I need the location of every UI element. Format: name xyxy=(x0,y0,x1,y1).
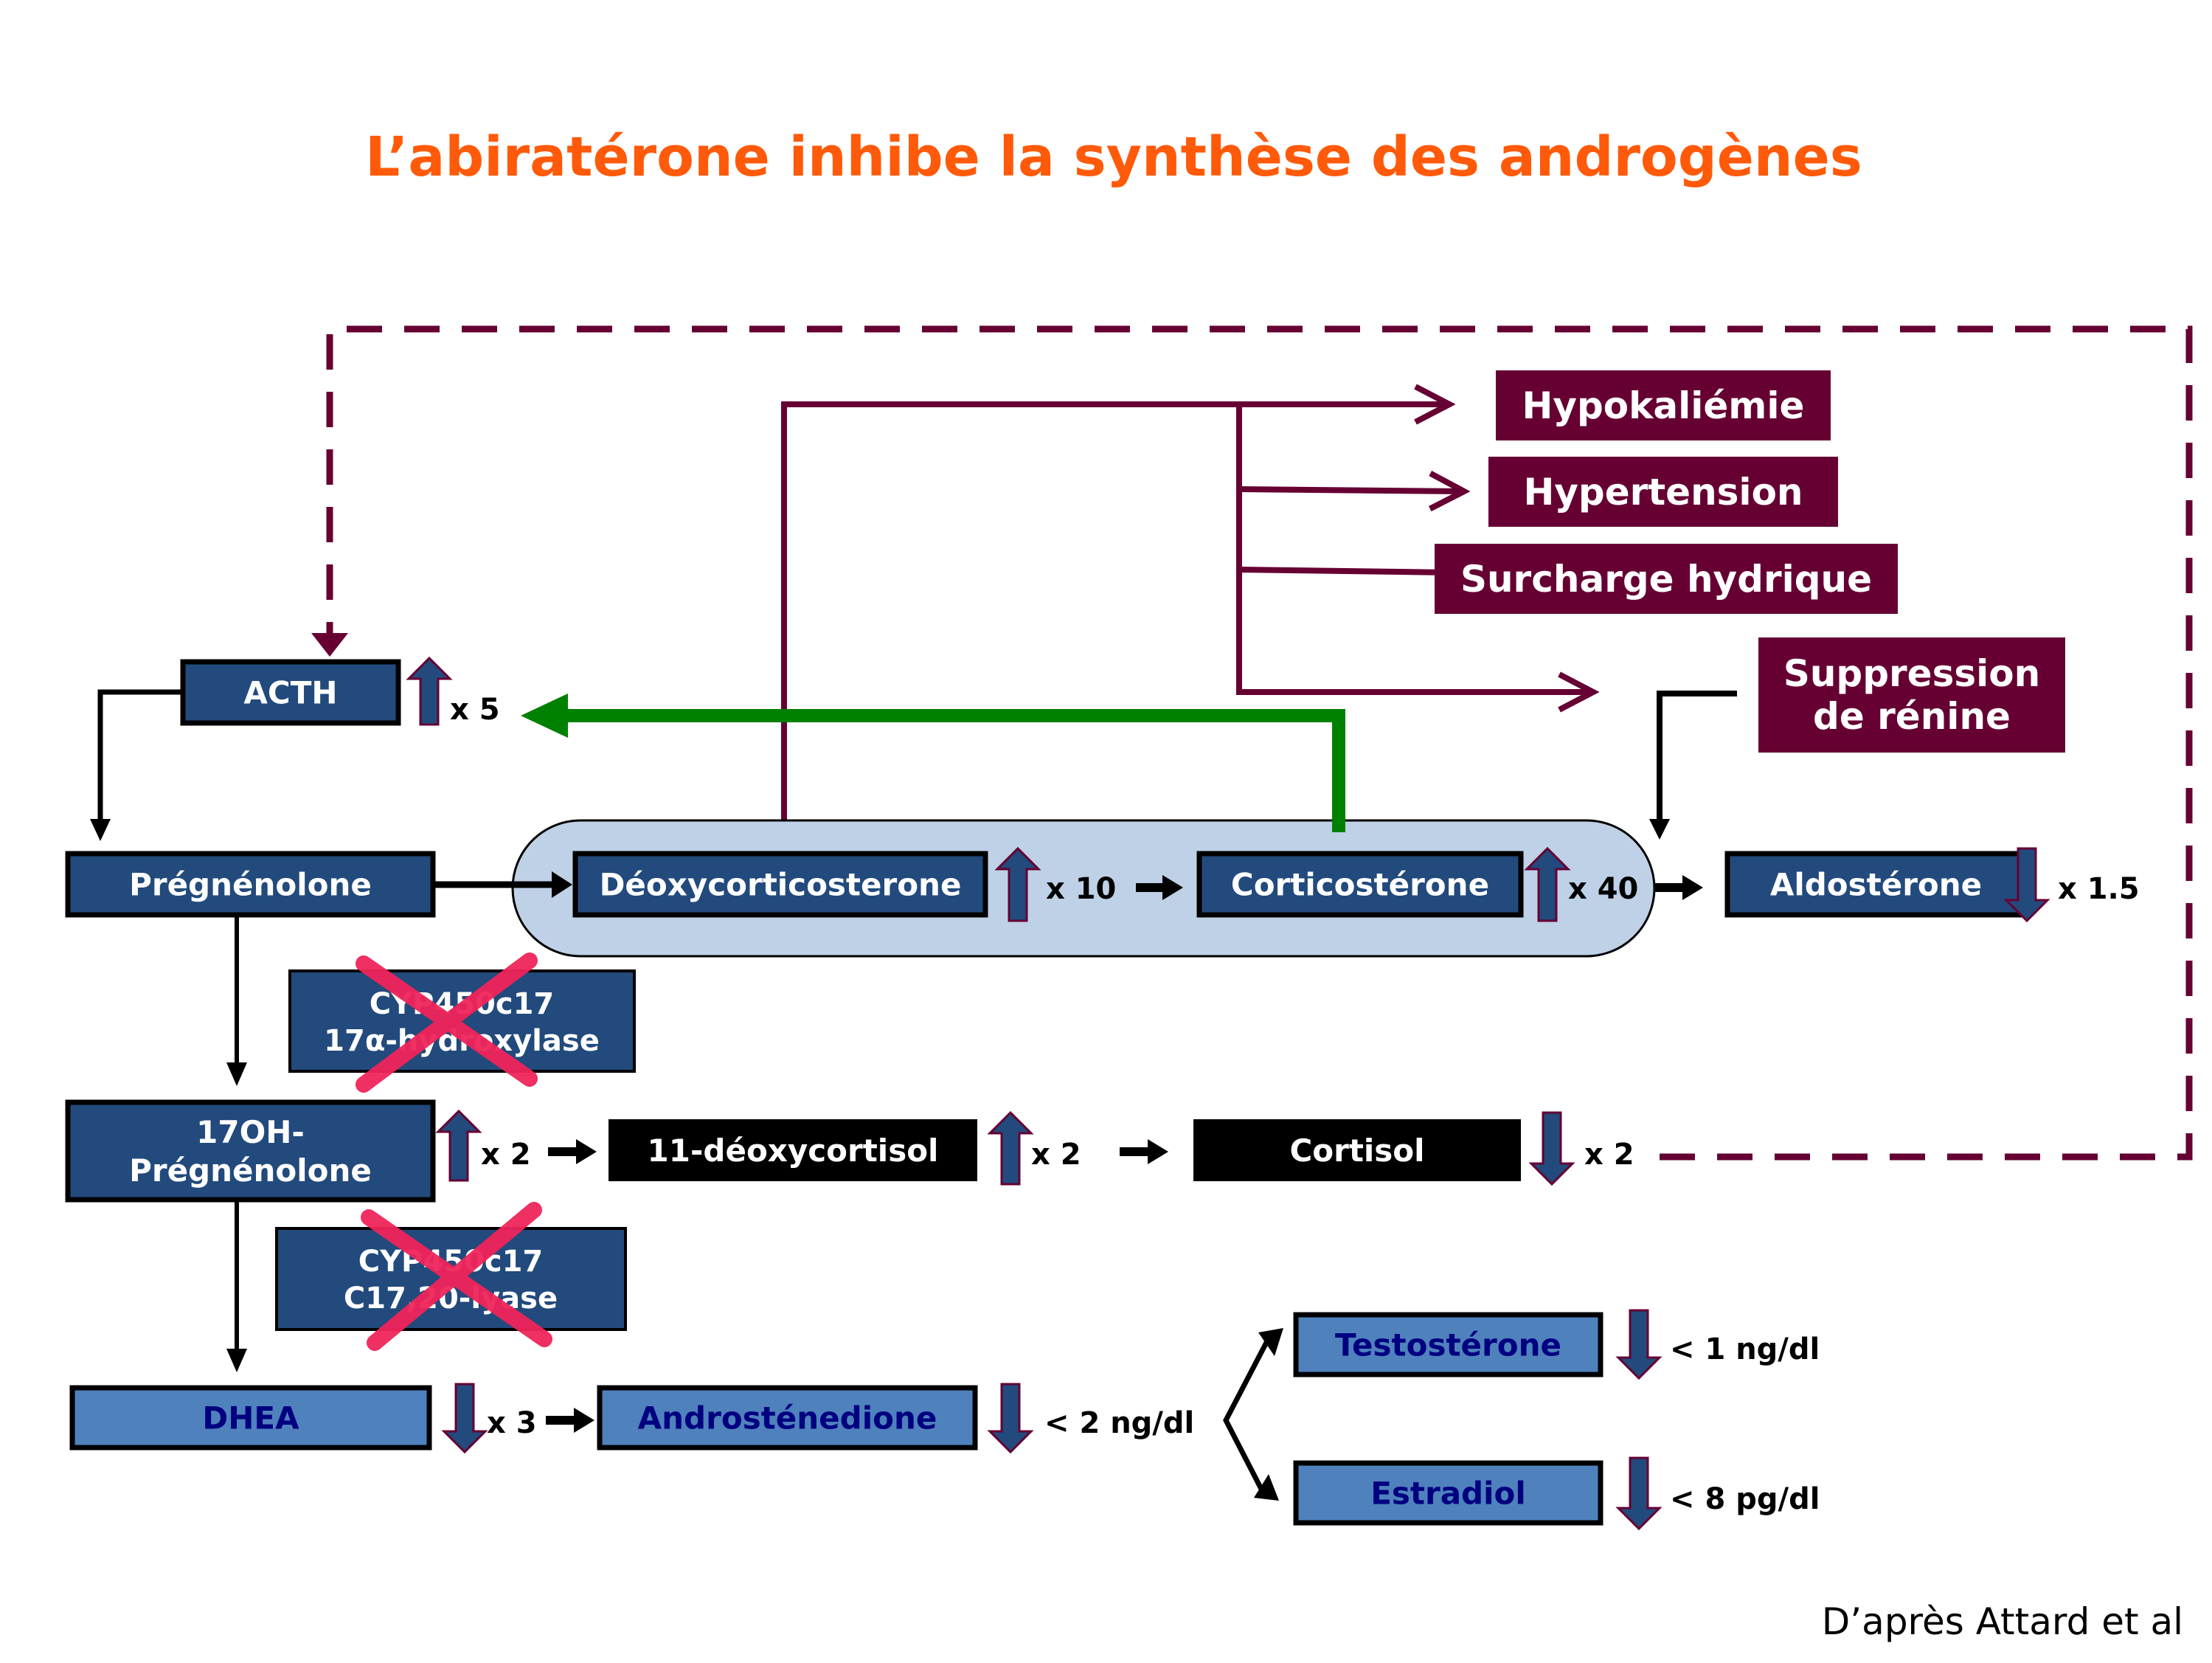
arrowhead-icon xyxy=(226,1349,247,1372)
effect-connectors xyxy=(781,404,1593,854)
node-label: Prégnénolone xyxy=(129,867,372,903)
change-multiplier: x 3 xyxy=(487,1406,537,1440)
node-box xyxy=(1293,1460,1603,1526)
arrowhead-icon xyxy=(1162,875,1183,900)
node-androstenedione: Androsténedione < 2 ng/dl xyxy=(597,1383,1194,1454)
citation: D’après Attard et al xyxy=(1822,1600,2183,1643)
change-multiplier: < 2 ng/dl xyxy=(1044,1406,1194,1440)
decrease-arrow-icon xyxy=(987,1383,1034,1454)
node-box xyxy=(609,1119,977,1181)
arrowhead-icon xyxy=(1254,1474,1279,1501)
decrease-arrow-icon xyxy=(2003,847,2050,923)
effect-label-line1: Suppression xyxy=(1783,652,2040,695)
node-box xyxy=(65,1099,436,1203)
change-multiplier: x 2 xyxy=(481,1138,531,1172)
decrease-arrow-icon xyxy=(1615,1309,1663,1380)
decrease-arrow-icon xyxy=(441,1383,488,1454)
increase-arrow-icon xyxy=(406,656,453,726)
increase-arrow-icon xyxy=(1524,846,1571,922)
arrowhead-icon xyxy=(226,1062,247,1086)
node-deoxycortisol: 11-déoxycortisol x 2 xyxy=(609,1110,1081,1186)
effect-label: Hypertension xyxy=(1523,471,1803,514)
change-multiplier: x 10 xyxy=(1046,872,1116,906)
node-testosterone: Testostérone < 1 ng/dl xyxy=(1293,1309,1820,1380)
node-label: Testostérone xyxy=(1335,1327,1561,1363)
step-arrows xyxy=(546,875,1703,1433)
effect-suppression-renine: Suppression de rénine xyxy=(1758,637,2065,753)
change-multiplier: x 2 xyxy=(1031,1138,1081,1172)
arrowhead-icon xyxy=(552,871,572,898)
node-cortisol: Cortisol x 2 xyxy=(1193,1111,1634,1186)
node-corticosterone: Corticostérone x 40 xyxy=(1196,846,1638,922)
node-box xyxy=(1196,851,1524,918)
node-label: Prégnénolone xyxy=(129,1152,372,1189)
decrease-arrow-icon xyxy=(1615,1456,1663,1531)
inhibition-cross-icon xyxy=(356,952,538,1093)
node-box xyxy=(597,1385,978,1451)
effect-hypertension: Hypertension xyxy=(1488,457,1838,527)
node-box xyxy=(69,1385,432,1451)
node-box xyxy=(65,851,436,918)
arrowhead-icon xyxy=(1682,875,1703,900)
node-estradiol: Estradiol < 8 pg/dl xyxy=(1293,1456,1820,1531)
decrease-arrow-icon xyxy=(1528,1111,1575,1186)
node-dhea: DHEA x 3 xyxy=(69,1383,537,1454)
effect-label: Surcharge hydrique xyxy=(1460,558,1872,601)
node-box xyxy=(180,659,401,726)
increase-arrow-icon xyxy=(987,1110,1034,1186)
arrowhead-icon xyxy=(1258,1328,1283,1356)
node-label: Cortisol xyxy=(1289,1133,1424,1169)
node-box xyxy=(1293,1312,1603,1377)
node-aldosterone: Aldostérone x 1.5 xyxy=(1724,847,2140,923)
node-label: 17OH- xyxy=(196,1114,305,1150)
change-multiplier: x 40 xyxy=(1568,872,1638,906)
enzyme-c17-20-lyase: CYP450c17 C17,20-lyase xyxy=(275,1202,627,1351)
change-multiplier: x 5 xyxy=(450,693,500,727)
arrowhead-icon xyxy=(574,1408,594,1433)
node-label: Estradiol xyxy=(1370,1476,1526,1512)
arrowhead-icon xyxy=(1148,1139,1168,1164)
node-acth: ACTH x 5 xyxy=(180,656,500,727)
node-label: Corticostérone xyxy=(1231,867,1489,903)
node-label: Aldostérone xyxy=(1770,867,1982,903)
green-arrowhead-icon xyxy=(521,694,568,738)
acth-to-pregnenolone-connector xyxy=(97,689,183,825)
node-oh-pregnenolone: 17OH-Prégnénolone x 2 xyxy=(65,1099,531,1203)
node-box xyxy=(572,851,988,918)
node-label: DHEA xyxy=(202,1400,299,1436)
node-deoxycorticosterone: Déoxycorticosterone x 10 xyxy=(572,846,1116,922)
effect-surcharge-hydrique: Surcharge hydrique xyxy=(1435,544,1898,614)
change-multiplier: x 1.5 xyxy=(2058,872,2140,906)
node-box xyxy=(1193,1119,1521,1181)
node-label: 11-déoxycortisol xyxy=(648,1133,939,1169)
page-title: L’abiratérone inhibe la synthèse des and… xyxy=(365,125,1862,189)
increase-arrow-icon xyxy=(994,846,1041,922)
effect-label: Hypokaliémie xyxy=(1522,384,1805,427)
enzyme-17a-hydroxylase: CYP450c17 17α-hydroxylase xyxy=(288,952,636,1093)
arrowhead-icon xyxy=(576,1139,597,1164)
renin-arrowhead-icon xyxy=(1649,819,1670,840)
cortisol-feedback-dashed-line xyxy=(326,325,2193,1161)
renin-to-aldosterone-connector xyxy=(1657,691,1737,826)
feedback-arrowhead-icon xyxy=(311,633,348,657)
androstenedione-fork-connector xyxy=(1223,1334,1273,1493)
change-multiplier: < 8 pg/dl xyxy=(1670,1482,1820,1516)
node-label: Androsténedione xyxy=(638,1400,937,1436)
node-pregnenolone: Prégnénolone xyxy=(65,851,436,918)
increase-arrow-icon xyxy=(435,1109,482,1182)
change-multiplier: < 1 ng/dl xyxy=(1670,1332,1820,1366)
node-label: ACTH xyxy=(243,675,337,711)
effect-label-line2: de rénine xyxy=(1813,695,2011,738)
node-label: Déoxycorticosterone xyxy=(600,867,962,903)
change-multiplier: x 2 xyxy=(1584,1138,1634,1172)
corticosterone-feedback-line xyxy=(561,709,1345,832)
effect-hypokaliemie: Hypokaliémie xyxy=(1496,370,1831,440)
arrowhead-icon xyxy=(90,819,111,841)
inhibition-cross-icon xyxy=(361,1202,552,1351)
